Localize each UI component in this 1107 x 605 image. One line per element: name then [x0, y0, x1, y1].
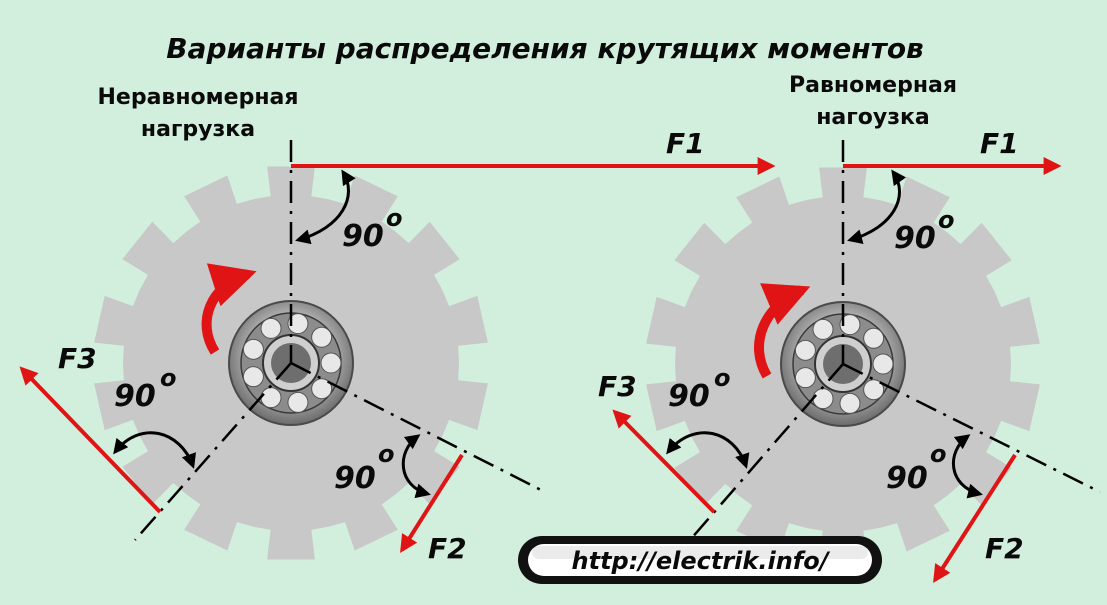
- bearing-ball: [839, 392, 861, 414]
- right-f1-label: F1: [980, 127, 1019, 160]
- left-f2-arrow: [400, 453, 464, 554]
- left-f3-arrow: [19, 366, 162, 514]
- bearing-ball: [812, 388, 834, 410]
- bearing-ball: [839, 314, 861, 336]
- left-gear-group: Неравномерная нагрузка F1 F2 F3 90 o 90 …: [19, 85, 776, 565]
- bearing-ball: [320, 352, 342, 374]
- right-angle-arc-top: [847, 169, 907, 244]
- right-angle-left-value: 90: [668, 379, 710, 414]
- right-label-line1: Равномерная: [789, 73, 957, 98]
- right-angle-right-degree: o: [930, 440, 947, 468]
- right-label-line2: нагоузка: [816, 105, 930, 130]
- right-f2-arrow: [933, 453, 1017, 584]
- bearing-ball: [863, 379, 885, 401]
- left-angle-top-degree: o: [386, 204, 403, 232]
- left-angle-arc-right: [401, 434, 431, 499]
- bearing-ball: [794, 367, 816, 389]
- bearing-ball: [287, 313, 309, 335]
- bearing-ball: [287, 391, 309, 413]
- right-angle-left-degree: o: [714, 364, 731, 392]
- bearing-ball: [260, 387, 282, 409]
- diagram-title: Варианты распределения крутящих моментов: [166, 32, 924, 65]
- right-angle-arc-right: [952, 434, 983, 499]
- right-f3-label: F3: [598, 370, 637, 403]
- left-label-line2: нагрузка: [141, 117, 255, 142]
- bearing-ball: [242, 338, 264, 360]
- left-f3-label: F3: [58, 342, 97, 375]
- bearing-ball: [242, 366, 264, 388]
- bearing-ball: [863, 327, 885, 349]
- bearing-ball: [260, 317, 282, 339]
- left-angle-left-degree: o: [160, 364, 177, 392]
- right-axis-lines: [689, 140, 1101, 541]
- left-label-line1: Неравномерная: [98, 85, 299, 110]
- left-f1-label: F1: [666, 127, 705, 160]
- left-angle-top-value: 90: [342, 219, 384, 254]
- url-badge: http://electrik.info/: [518, 536, 882, 584]
- left-angle-left-value: 90: [114, 379, 156, 414]
- right-angle-arc-left: [666, 431, 750, 469]
- left-angle-right-degree: o: [378, 440, 395, 468]
- url-text[interactable]: http://electrik.info/: [572, 547, 831, 575]
- bearing-ball: [812, 318, 834, 340]
- left-f2-label: F2: [428, 532, 467, 565]
- bearing-ball: [794, 339, 816, 361]
- left-angle-right-value: 90: [334, 461, 376, 496]
- bearing-ball: [311, 326, 333, 348]
- right-gear-group: Равномерная нагоузка F1 F2 F3 90 o 90 o …: [598, 73, 1101, 584]
- right-f2-label: F2: [985, 532, 1024, 565]
- right-angle-top-value: 90: [894, 221, 936, 256]
- bearing-ball: [872, 353, 894, 375]
- bearing-ball: [311, 378, 333, 400]
- left-angle-arc-top: [295, 169, 356, 245]
- right-angle-top-degree: o: [938, 206, 955, 234]
- right-angle-right-value: 90: [886, 461, 928, 496]
- left-angle-arc-left: [113, 431, 196, 469]
- right-rotation-arrow: [754, 283, 811, 379]
- left-rotation-arrow: [201, 263, 257, 355]
- right-f3-arrow: [612, 409, 716, 514]
